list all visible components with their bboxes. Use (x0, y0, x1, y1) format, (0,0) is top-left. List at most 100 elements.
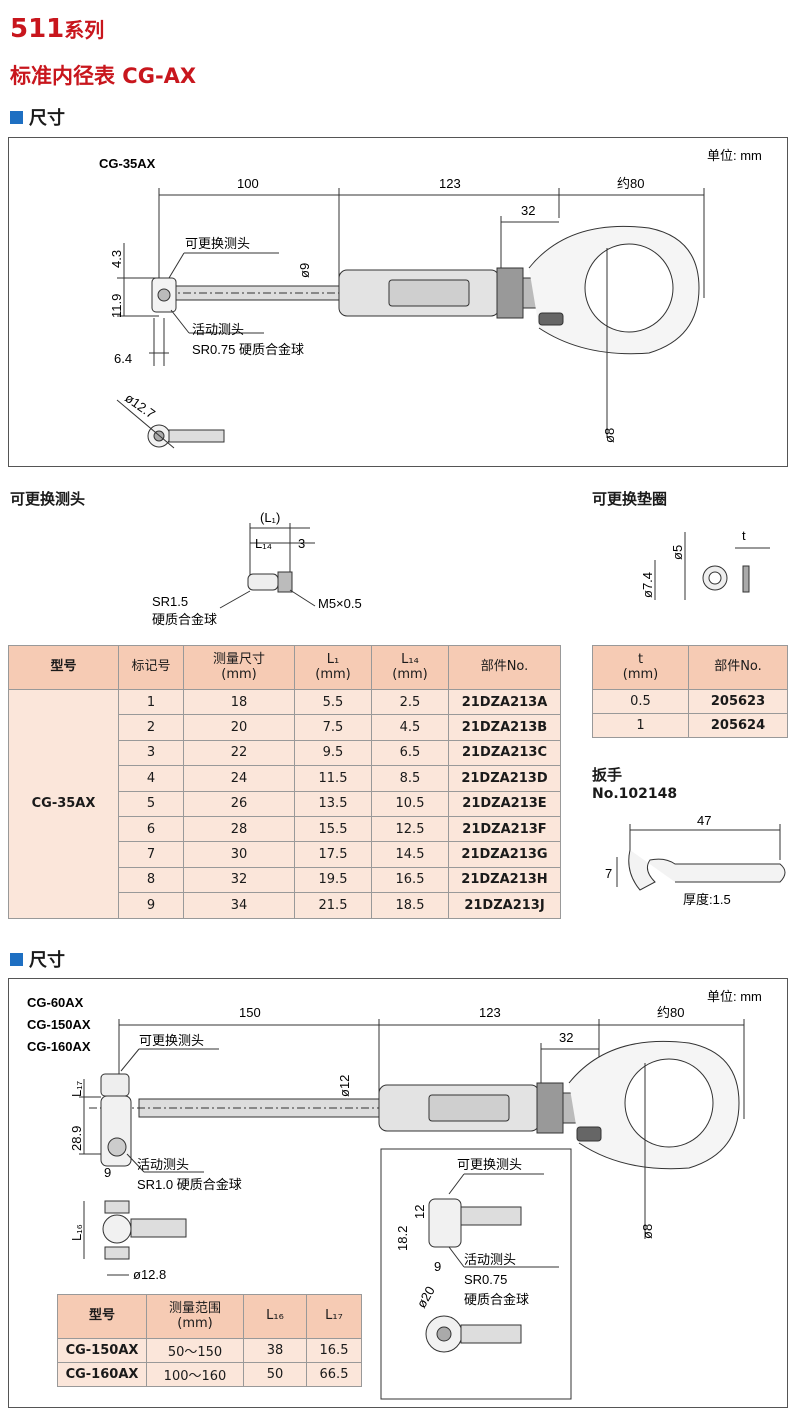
table-cell: 7 (118, 841, 184, 868)
section-marker-icon (10, 952, 23, 966)
dim-dia-8: ø8 (602, 428, 617, 443)
range-l17-2: 66.5 (306, 1362, 362, 1387)
table-cell: 21DZA213H (448, 866, 561, 894)
head-table: 型号 标记号 测量尺寸 (mm) L₁ (mm) L₁₄ (mm) 部件No. … (8, 645, 561, 919)
th-washer-part: 部件No. (688, 645, 788, 690)
th-l17: L₁₇ (306, 1294, 362, 1339)
series-suffix: 系列 (64, 18, 105, 42)
th-l16: L₁₆ (243, 1294, 307, 1339)
section-marker-icon (10, 110, 23, 124)
dim-t: t (742, 528, 746, 543)
range-model-1: CG-150AX (57, 1338, 147, 1363)
dim-l17: L₁₇ (69, 1080, 84, 1097)
table-cell: 20 (183, 714, 295, 741)
th-size: 测量尺寸 (mm) (183, 645, 295, 690)
table-cell: 21DZA213E (448, 790, 561, 817)
movable-head-label-2: 活动测头 (137, 1157, 189, 1172)
table-cell: 28 (183, 815, 295, 843)
dim-28-9: 28.9 (69, 1126, 84, 1151)
section-1-title: 尺寸 (29, 108, 65, 129)
table-cell: 21DZA213C (448, 739, 561, 767)
dim-3: 3 (298, 536, 305, 551)
dim-dia-8-2: ø8 (640, 1224, 655, 1239)
thickness-label: 厚度:1.5 (683, 892, 731, 907)
drawing-box-1: CG-35AX 单位: mm 100 123 约80 32 4.3 11.9 6… (8, 137, 788, 467)
dim-11-9: 11.9 (109, 294, 124, 318)
inset-ball-1: SR0.75 (464, 1272, 507, 1287)
table-cell: 18 (183, 688, 295, 716)
table-cell: 6.5 (371, 739, 449, 767)
ball-label-2: SR1.0 硬质合金球 (137, 1177, 242, 1192)
section-2-title: 尺寸 (29, 950, 65, 971)
table-cell: 26 (183, 790, 295, 817)
dim-dia-12-8: ø12.8 (133, 1267, 166, 1282)
product-title: 标准内径表 CG-AX (10, 64, 197, 88)
table-cell: 12.5 (371, 815, 449, 843)
dim-6-4: 6.4 (114, 351, 132, 366)
range-value-2: 100〜160 (146, 1362, 244, 1387)
series-title: 511系列 (10, 14, 104, 44)
dim-dia-5: ø5 (670, 545, 685, 560)
table-cell: 18.5 (371, 892, 449, 919)
table-cell: 10.5 (371, 790, 449, 817)
table-cell: 21DZA213J (448, 892, 561, 919)
dim-47: 47 (697, 813, 711, 828)
range-model-2: CG-160AX (57, 1362, 147, 1387)
model-160ax: CG-160AX (27, 1039, 91, 1054)
dim-100: 100 (237, 176, 259, 191)
table-cell: 16.5 (371, 866, 449, 894)
unit-label: 单位: mm (707, 148, 762, 163)
table-cell: 11.5 (294, 765, 372, 792)
table-cell: 22 (183, 739, 295, 767)
dim-dia-7-4: ø7.4 (640, 572, 655, 598)
th-t: t (mm) (592, 645, 689, 690)
table-cell: 32 (183, 866, 295, 894)
dim-123: 123 (439, 176, 461, 191)
table-cell: 7.5 (294, 714, 372, 741)
table-cell: 21DZA213B (448, 714, 561, 741)
table-cell: 17.5 (294, 841, 372, 868)
washer-drawing: ø5 ø7.4 t (640, 528, 770, 600)
series-number: 511 (10, 14, 65, 44)
section-2-heading: 尺寸 (10, 946, 65, 972)
thread-label: M5×0.5 (318, 596, 362, 611)
dim-150: 150 (239, 1005, 261, 1020)
table-cell: 21DZA213G (448, 841, 561, 868)
dim-l16: L₁₆ (69, 1224, 84, 1241)
range-l16-1: 38 (243, 1338, 307, 1363)
table-cell: 14.5 (371, 841, 449, 868)
replace-head-label: 可更换测头 (185, 236, 250, 251)
range-value-1: 50〜150 (146, 1338, 244, 1363)
table-cell: 21.5 (294, 892, 372, 919)
dim-l1: (L₁) (260, 510, 280, 525)
dim-dia-12: ø12 (337, 1075, 352, 1097)
table-cell: 3 (118, 739, 184, 767)
wrench-drawing: 47 7 厚度:1.5 (605, 813, 786, 907)
dim-dia-9: ø9 (297, 263, 312, 278)
table-cell: 2 (118, 714, 184, 741)
washer-t-2: 1 (592, 713, 689, 738)
table-cell: 21DZA213A (448, 688, 561, 716)
table-cell: 5 (118, 790, 184, 817)
dim-80: 约80 (617, 176, 644, 191)
washer-t-1: 0.5 (592, 689, 689, 714)
table-cell: 8 (118, 866, 184, 894)
table-cell: 30 (183, 841, 295, 868)
ball-label: SR0.75 硬质合金球 (192, 342, 304, 357)
washer-title: 可更换垫圈 (592, 490, 668, 508)
range-l16-2: 50 (243, 1362, 307, 1387)
table-cell: 21DZA213F (448, 815, 561, 843)
table-cell: 6 (118, 815, 184, 843)
model-60ax: CG-60AX (27, 995, 84, 1010)
cg35ax-drawing: CG-35AX 单位: mm 100 123 约80 32 4.3 11.9 6… (99, 148, 762, 449)
wrench-title: 扳手 (592, 766, 623, 784)
th-range: 测量范围 (mm) (146, 1294, 244, 1339)
table-cell: 2.5 (371, 688, 449, 716)
replaceable-head-title: 可更换测头 (10, 490, 86, 508)
